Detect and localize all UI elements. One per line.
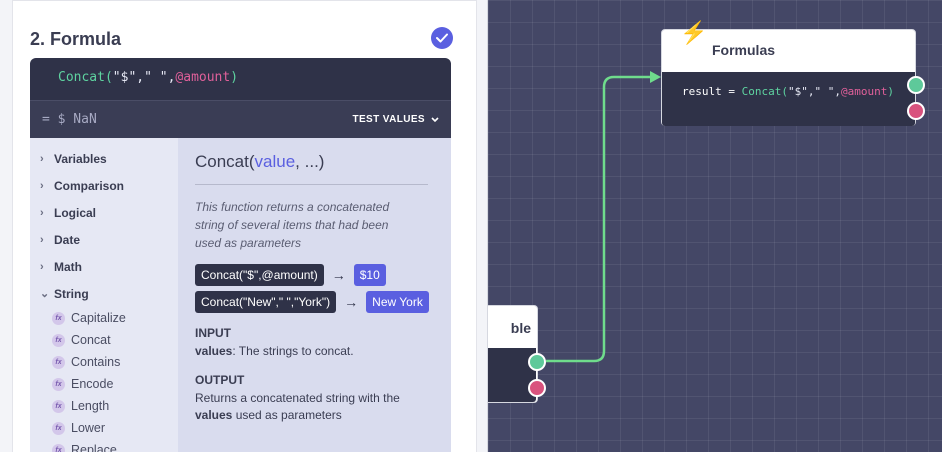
- formula-close: ): [230, 70, 239, 85]
- check-circle-icon[interactable]: [431, 27, 453, 49]
- input-desc: : The strings to concat.: [232, 344, 354, 358]
- fn-item-lower[interactable]: fx Lower: [30, 417, 178, 439]
- category-label: Comparison: [54, 178, 125, 193]
- category-label: Logical: [54, 205, 97, 220]
- input-heading: INPUT: [195, 326, 231, 340]
- variable-node-title: ble: [510, 320, 531, 336]
- fn-label: Length: [71, 399, 110, 413]
- example-code: Concat("$",@amount): [195, 264, 324, 286]
- fn-item-encode[interactable]: fx Encode: [30, 373, 178, 395]
- category-variables[interactable]: › Variables: [30, 145, 178, 172]
- chevron-right-icon: ›: [40, 206, 44, 219]
- function-icon: fx: [52, 333, 65, 347]
- example-code: Concat("New"," ","York"): [195, 291, 337, 313]
- formulas-node-title: Formulas: [712, 42, 776, 58]
- formulas-output-port[interactable]: [907, 76, 925, 94]
- fn-item-capitalize[interactable]: fx Capitalize: [30, 307, 178, 329]
- function-categories: › Variables › Comparison › Logical › Date › M…: [30, 138, 178, 452]
- arrow-right-icon: →: [344, 294, 359, 310]
- category-label: Math: [54, 259, 82, 274]
- expr-var: @amount: [840, 85, 888, 98]
- formula-panel: 2. Formula Concat("$"," ",@amount) = $ N…: [0, 0, 488, 452]
- fn-item-replace[interactable]: fx Replace: [30, 439, 178, 452]
- expr-fn: Concat(: [741, 85, 788, 98]
- test-values-label: TEST VALUES: [352, 114, 425, 125]
- variable-error-port[interactable]: [528, 379, 546, 397]
- input-text: values: The strings to concat.: [195, 343, 435, 360]
- function-icon: fx: [52, 443, 65, 452]
- fn-label: Capitalize: [71, 311, 126, 325]
- variable-output-port[interactable]: [528, 353, 546, 371]
- example-result: New York: [366, 291, 429, 313]
- result-value: = $ NaN: [42, 112, 97, 127]
- doc-signature: Concat(value, ...): [195, 152, 428, 185]
- test-values-button[interactable]: TEST VALUES: [352, 114, 439, 125]
- category-string[interactable]: ⌄ String: [30, 280, 178, 307]
- fn-label: Contains: [71, 355, 121, 369]
- function-icon: fx: [52, 355, 65, 369]
- output-desc-b: used as parameters: [232, 408, 342, 422]
- function-icon: fx: [52, 311, 65, 325]
- arrow-right-icon: →: [331, 267, 346, 283]
- category-date[interactable]: › Date: [30, 226, 178, 253]
- chevron-down-icon: ⌄: [40, 288, 50, 300]
- doc-rest: , ...): [295, 152, 325, 171]
- fn-label: Replace: [71, 443, 117, 452]
- card-title: 2. Formula: [30, 29, 122, 49]
- chevron-right-icon: ›: [40, 152, 44, 165]
- category-label: Variables: [54, 151, 107, 166]
- formula-var: @amount: [175, 70, 231, 85]
- category-label: String: [54, 286, 89, 301]
- example-result: $10: [353, 264, 386, 286]
- fn-item-concat[interactable]: fx Concat: [30, 329, 178, 351]
- example-row: Concat("$",@amount) → $10: [195, 264, 435, 286]
- function-icon: fx: [52, 377, 65, 391]
- function-icon: fx: [52, 399, 65, 413]
- expr-result-var: result: [682, 85, 722, 98]
- category-logical[interactable]: › Logical: [30, 199, 178, 226]
- fn-label: Concat: [71, 333, 111, 347]
- function-docs: Concat(value, ...) This function returns…: [178, 138, 451, 452]
- doc-param: value: [254, 152, 296, 171]
- expr-str: "$"," ",: [787, 85, 841, 98]
- formulas-node-header: ⚡ Formulas: [662, 20, 915, 72]
- formula-input[interactable]: Concat("$"," ",@amount): [30, 58, 451, 100]
- fn-label: Encode: [71, 377, 114, 391]
- fn-item-length[interactable]: fx Length: [30, 395, 178, 417]
- expr-equals: =: [721, 85, 742, 98]
- category-comparison[interactable]: › Comparison: [30, 172, 178, 199]
- result-bar: = $ NaN TEST VALUES: [30, 100, 451, 138]
- output-text: Returns a concatenated string with the v…: [195, 390, 435, 424]
- formulas-node[interactable]: ⚡ Formulas result = Concat("$"," ",@amou…: [661, 20, 925, 126]
- chevron-right-icon: ›: [40, 179, 44, 192]
- doc-examples: Concat("$",@amount) → $10 Concat("New","…: [195, 264, 435, 313]
- function-icon: fx: [52, 421, 65, 435]
- formula-fn: Concat(: [58, 70, 113, 85]
- example-row: Concat("New"," ","York") → New York: [195, 291, 435, 313]
- category-math[interactable]: › Math: [30, 253, 178, 280]
- fn-label: Lower: [71, 421, 106, 435]
- chevron-right-icon: ›: [40, 233, 44, 246]
- chevron-right-icon: ›: [40, 260, 44, 273]
- input-param: values: [195, 344, 233, 358]
- formulas-node-expression: result = Concat("$"," ",@amount): [662, 72, 915, 126]
- chevron-down-icon: [431, 116, 439, 122]
- output-desc-a: Returns a concatenated string with the: [195, 391, 400, 405]
- formula-editor: Concat("$"," ",@amount) = $ NaN TEST VAL…: [30, 58, 451, 452]
- formulas-error-port[interactable]: [907, 102, 925, 120]
- formula-card: 2. Formula Concat("$"," ",@amount) = $ N…: [12, 0, 477, 452]
- output-param: values: [195, 408, 233, 422]
- doc-fn-name: Concat(: [195, 152, 255, 171]
- category-label: Date: [54, 232, 81, 247]
- variable-node[interactable]: ble: [488, 305, 546, 403]
- fn-item-contains[interactable]: fx Contains: [30, 351, 178, 373]
- doc-description: This function returns a concatenated str…: [195, 200, 390, 250]
- formula-str: "$"," ",: [112, 70, 176, 85]
- output-heading: OUTPUT: [195, 373, 245, 387]
- lightning-icon: ⚡: [680, 20, 708, 45]
- expr-close: ): [887, 85, 894, 98]
